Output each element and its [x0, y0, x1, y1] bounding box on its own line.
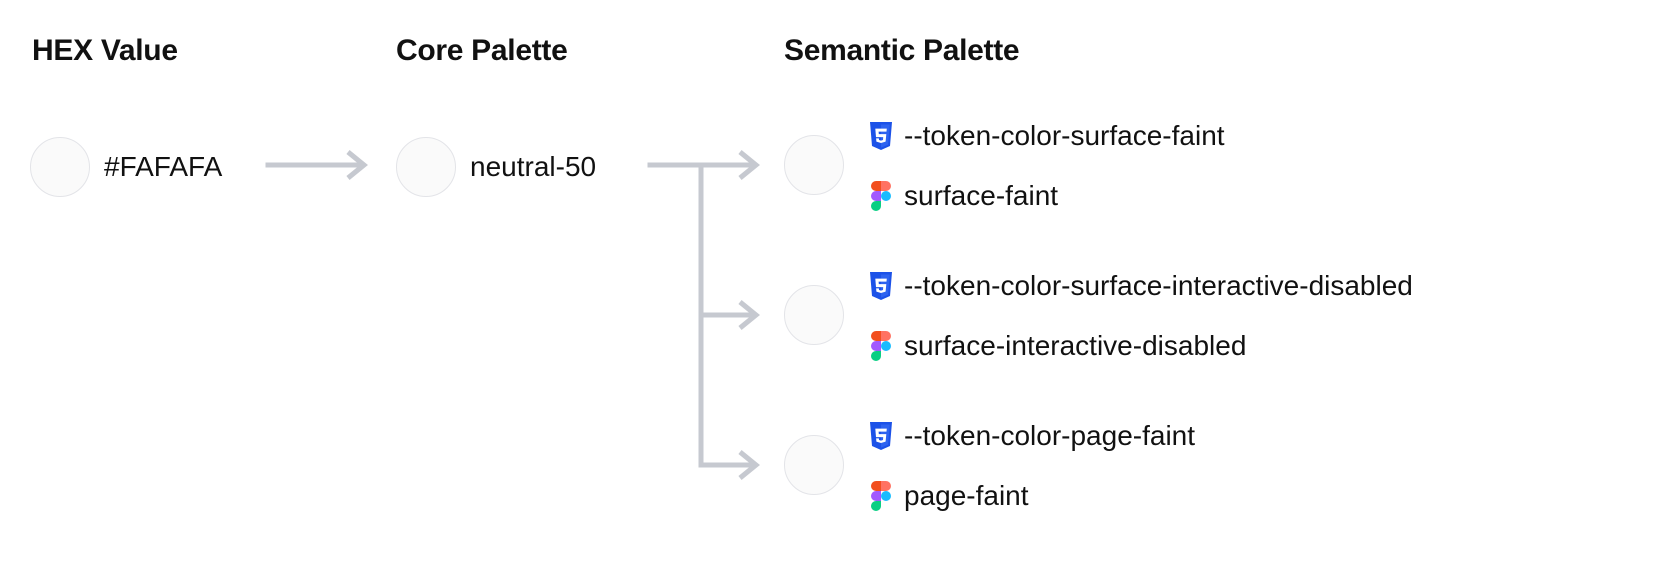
- figma-token-line: surface-faint: [868, 176, 1225, 216]
- arrow-core-to-branch-head: [738, 150, 760, 180]
- semantic-token-group-surface-interactive-disabled: --token-color-surface-interactive-disabl…: [868, 266, 1413, 366]
- css-token-label: --token-color-surface-interactive-disabl…: [904, 270, 1413, 301]
- css-token-line: --token-color-surface-interactive-disabl…: [868, 266, 1413, 306]
- column-header-hex-value: HEX Value: [32, 34, 178, 67]
- swatch-hex-value: [30, 137, 90, 197]
- css3-icon: [868, 421, 894, 451]
- column-header-semantic-palette: Semantic Palette: [784, 34, 1020, 67]
- css3-icon: [868, 121, 894, 151]
- figma-icon: [868, 181, 894, 211]
- semantic-token-group-surface-faint: --token-color-surface-faint surface-fain…: [868, 116, 1225, 216]
- figma-token-label: page-faint: [904, 480, 1029, 511]
- column-header-core-palette: Core Palette: [396, 34, 568, 67]
- figma-icon: [868, 331, 894, 361]
- figma-token-label: surface-interactive-disabled: [904, 330, 1247, 361]
- arrow-hex-to-core-head: [346, 150, 368, 180]
- swatch-semantic-surface-interactive-disabled: [784, 285, 844, 345]
- css3-icon: [868, 271, 894, 301]
- arrow-branch-row3-head: [738, 450, 760, 480]
- css-token-label: --token-color-surface-faint: [904, 120, 1225, 151]
- figma-token-label: surface-faint: [904, 180, 1059, 211]
- figma-token-line: page-faint: [868, 476, 1195, 516]
- swatch-core-palette: [396, 137, 456, 197]
- css-token-label: --token-color-page-faint: [904, 420, 1196, 451]
- swatch-semantic-surface-faint: [784, 135, 844, 195]
- css-token-line: --token-color-page-faint: [868, 416, 1195, 456]
- arrow-branch-row2-head: [738, 300, 760, 330]
- swatch-semantic-page-faint: [784, 435, 844, 495]
- semantic-token-group-page-faint: --token-color-page-faint page-faint: [868, 416, 1195, 516]
- css-token-line: --token-color-surface-faint: [868, 116, 1225, 156]
- hex-value-label: #FAFAFA: [104, 151, 223, 182]
- figma-icon: [868, 481, 894, 511]
- core-palette-label: neutral-50: [470, 151, 597, 182]
- figma-token-line: surface-interactive-disabled: [868, 326, 1413, 366]
